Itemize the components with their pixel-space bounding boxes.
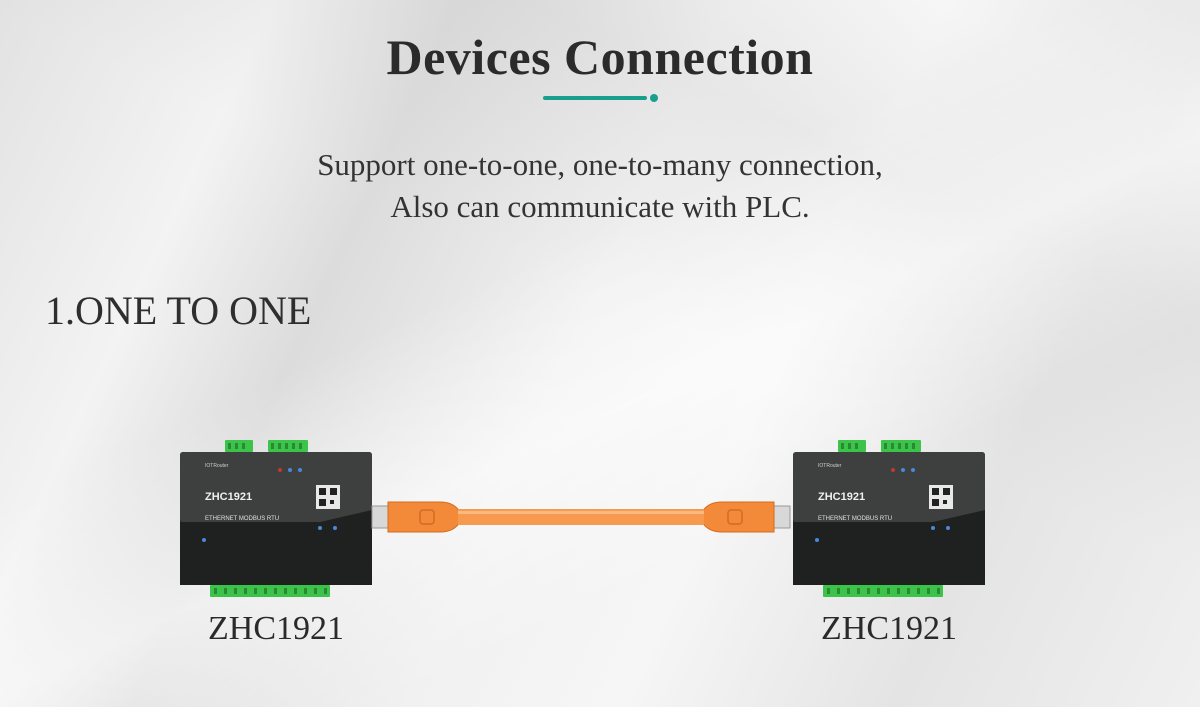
device-right-label: ZHC1921 xyxy=(821,610,957,647)
device-right-caption: ETHERNET MODBUS RTU xyxy=(818,516,892,522)
device-right-brand: IOTRouter xyxy=(818,463,842,469)
device-right: ZHC1921 ETHERNET MODBUS RTU IOTRouter xyxy=(793,440,985,597)
device-left-label: ZHC1921 xyxy=(208,610,344,647)
device-left-brand: IOTRouter xyxy=(205,463,229,469)
device-right-illustration: ZHC1921 ETHERNET MODBUS RTU IOTRouter xyxy=(793,440,985,597)
rj45-plug-right xyxy=(773,505,791,529)
title-underline-dot xyxy=(650,94,658,102)
device-right-model: ZHC1921 xyxy=(818,491,865,503)
device-left: ZHC1921 ETHERNET MODBUS RTU IOTRouter xyxy=(180,440,372,597)
page-title: Devices Connection xyxy=(386,29,814,85)
subtitle-line-1: Support one-to-one, one-to-many connecti… xyxy=(317,147,883,182)
device-left-caption: ETHERNET MODBUS RTU xyxy=(205,516,279,522)
ethernet-cable xyxy=(371,501,791,533)
section-heading: 1.ONE TO ONE xyxy=(45,288,312,333)
subtitle-line-2: Also can communicate with PLC. xyxy=(390,189,810,224)
device-left-model: ZHC1921 xyxy=(205,491,252,503)
title-underline xyxy=(543,96,647,100)
cable-boot-right xyxy=(701,501,775,533)
cable-boot-left xyxy=(387,501,461,533)
rj45-plug-left xyxy=(371,505,389,529)
device-left-illustration: ZHC1921 ETHERNET MODBUS RTU IOTRouter xyxy=(180,440,372,597)
